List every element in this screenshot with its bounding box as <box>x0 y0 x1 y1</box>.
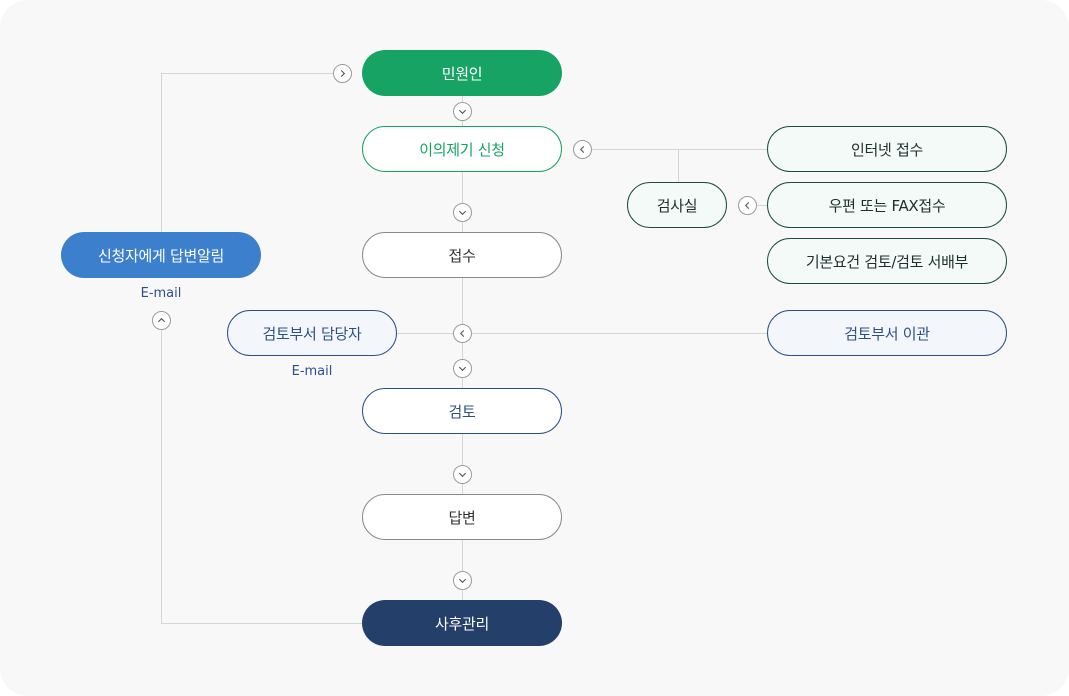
node-audit-office: 검사실 <box>627 182 727 228</box>
chevron-left-icon <box>738 196 757 215</box>
node-followup: 사후관리 <box>362 600 562 646</box>
connector-line <box>161 73 342 74</box>
node-notify-applicant-label: 신청자에게 답변알림 <box>98 246 224 265</box>
node-notify-applicant: 신청자에게 답변알림 <box>61 232 261 278</box>
node-review: 검토 <box>362 388 562 434</box>
node-dept-transfer-label: 검토부서 이관 <box>844 324 930 343</box>
node-reception-label: 접수 <box>448 246 476 265</box>
connector-line <box>592 149 768 150</box>
chevron-left-icon <box>573 140 592 159</box>
node-dept-manager: 검토부서 담당자 <box>227 310 397 356</box>
node-applicant: 민원인 <box>362 50 562 96</box>
chevron-down-icon <box>453 102 472 121</box>
node-objection: 이의제기 신청 <box>362 126 562 172</box>
node-basic-review: 기본요건 검토/검토 서배부 <box>767 238 1007 284</box>
connector-line <box>757 205 768 206</box>
connector-line <box>678 149 679 182</box>
node-objection-label: 이의제기 신청 <box>419 140 505 159</box>
chevron-down-icon <box>453 359 472 378</box>
connector-line <box>396 333 768 334</box>
node-postal-label: 우편 또는 FAX접수 <box>828 196 946 215</box>
connector-line <box>462 96 463 600</box>
node-dept-transfer: 검토부서 이관 <box>767 310 1007 356</box>
chevron-down-icon <box>453 465 472 484</box>
node-dept-manager-label: 검토부서 담당자 <box>262 324 362 343</box>
chevron-down-icon <box>453 571 472 590</box>
node-followup-label: 사후관리 <box>434 614 489 633</box>
node-basic-review-label: 기본요건 검토/검토 서배부 <box>805 252 969 271</box>
chevron-right-icon <box>333 64 352 83</box>
email-label-center: E-mail <box>291 364 333 379</box>
connector-line <box>161 73 162 233</box>
node-internet-label: 인터넷 접수 <box>851 140 923 159</box>
node-internet: 인터넷 접수 <box>767 126 1007 172</box>
node-answer: 답변 <box>362 494 562 540</box>
node-review-label: 검토 <box>448 402 476 421</box>
node-answer-label: 답변 <box>448 508 476 527</box>
node-audit-office-label: 검사실 <box>656 196 698 215</box>
node-applicant-label: 민원인 <box>441 64 483 83</box>
chevron-left-icon <box>453 324 472 343</box>
connector-line <box>161 623 363 624</box>
chevron-down-icon <box>453 203 472 222</box>
connector-line <box>161 320 162 623</box>
chevron-up-icon <box>152 311 171 330</box>
node-reception: 접수 <box>362 232 562 278</box>
node-postal: 우편 또는 FAX접수 <box>767 182 1007 228</box>
email-label-left: E-mail <box>140 286 182 301</box>
